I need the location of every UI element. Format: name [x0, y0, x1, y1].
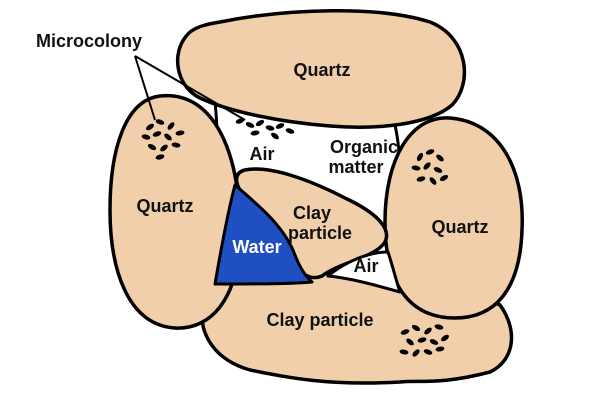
label-quartz-right: Quartz [431, 217, 488, 237]
label-air-upper: Air [249, 144, 274, 164]
label-microcolony: Microcolony [36, 31, 142, 51]
label-clay-particle-small-line2: particle [288, 223, 352, 243]
quartz-grain-top [175, 9, 467, 129]
label-clay-particle-bottom: Clay particle [266, 310, 373, 330]
label-quartz-left: Quartz [136, 196, 193, 216]
microcolony-cluster-left [141, 119, 185, 160]
pointer-line-right [134, 55, 246, 121]
label-organic-matter-line2: matter [328, 157, 383, 177]
microcolony-cluster-right [411, 149, 449, 185]
microcolony-cluster-top [235, 118, 295, 140]
quartz-grain-left [108, 93, 242, 330]
label-air-lower: Air [353, 256, 378, 276]
label-clay-particle-small-line1: Clay [293, 203, 331, 223]
label-quartz-top: Quartz [293, 60, 350, 80]
label-water: Water [232, 237, 281, 257]
microcolony-cluster-bottom [399, 324, 449, 357]
water-region [213, 183, 314, 286]
air-pocket-lower [326, 250, 402, 294]
pointer-line-left [134, 55, 156, 121]
label-organic-matter-line1: Organic [330, 137, 398, 157]
